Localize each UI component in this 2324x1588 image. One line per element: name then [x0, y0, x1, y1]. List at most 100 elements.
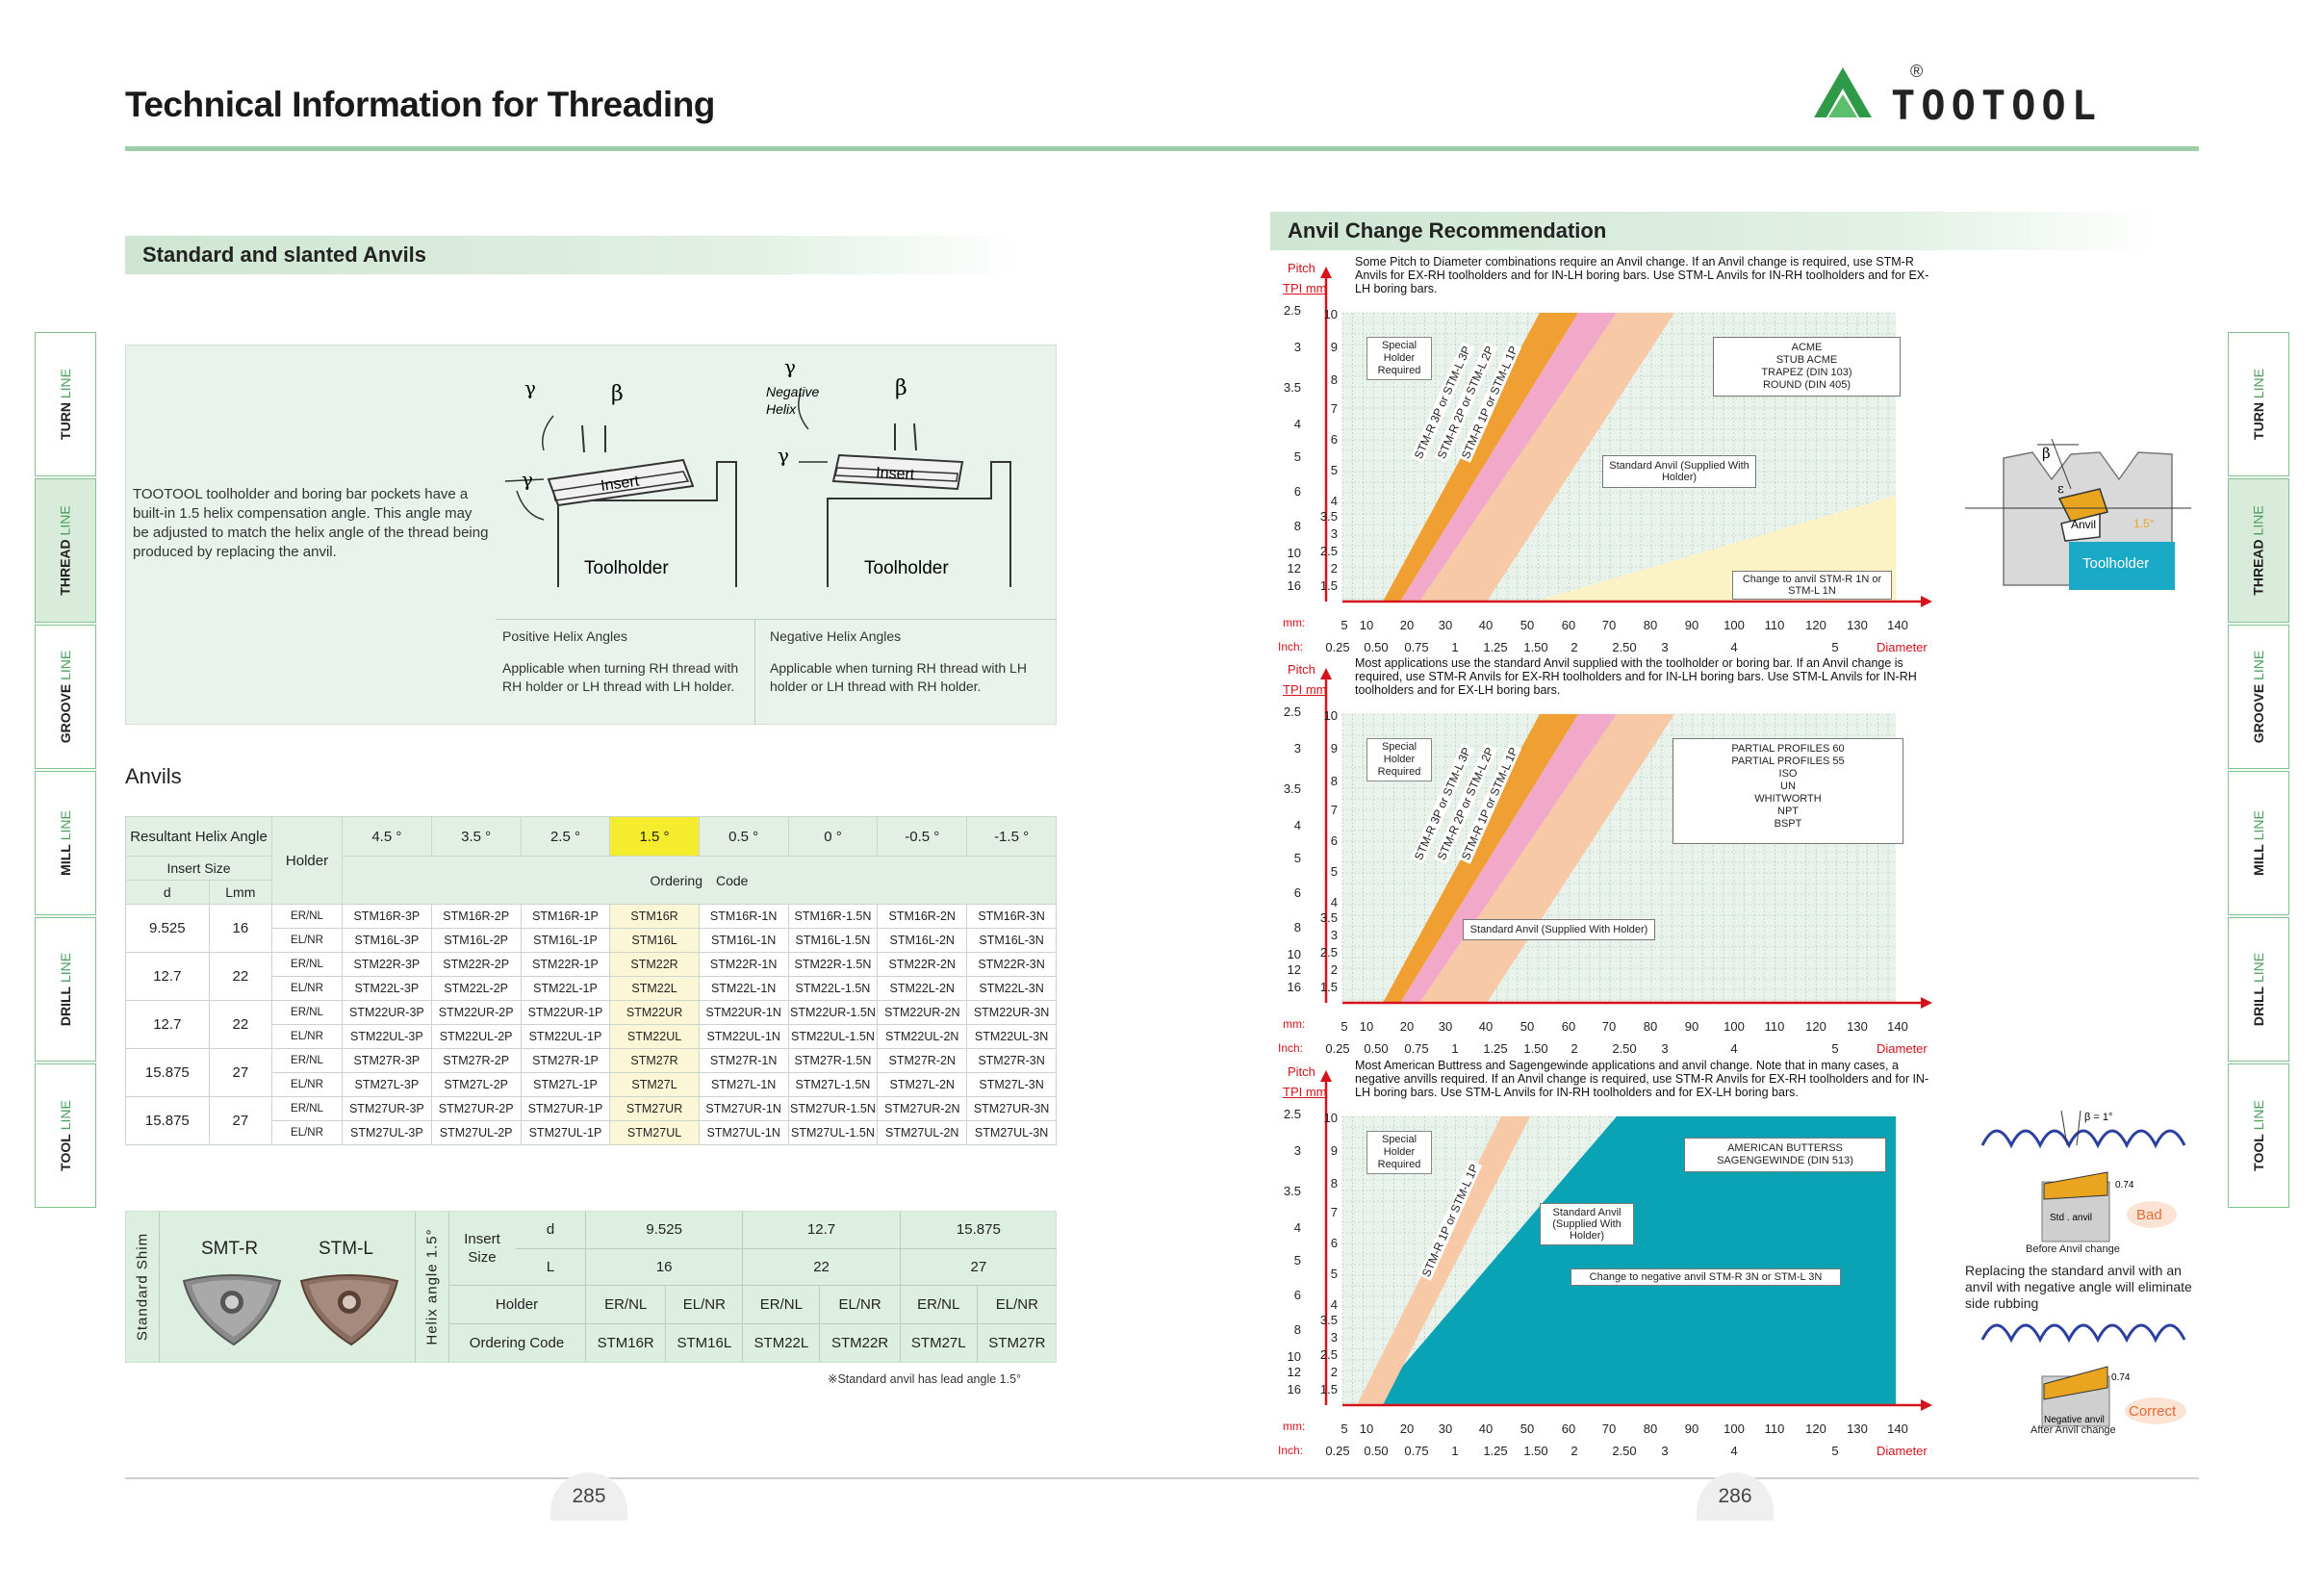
anvil-chart-2: [1320, 668, 1932, 1009]
ordering-code-cell: STM27UR-1N: [698, 1096, 789, 1121]
chart-note: Most American Buttress and Sagengewinde …: [1355, 1059, 1929, 1099]
mm-tick: 2: [1330, 561, 1338, 576]
side-tab-mill[interactable]: MILL LINE: [2228, 771, 2289, 915]
mm-tick: 10: [1323, 708, 1338, 723]
ordering-code-cell: STM27UR-3P: [341, 1096, 432, 1121]
mm-tick: 8: [1330, 1176, 1338, 1191]
mm-tick: 3.5: [1319, 1313, 1338, 1327]
x-inch-tick: 2.50: [1612, 1041, 1637, 1056]
special-holder-box: Special Holder Required: [1366, 1131, 1432, 1174]
change-anvil-box: Change to anvil STM-R 1N or STM-L 1N: [1732, 571, 1892, 600]
shim-holder-label: Holder: [448, 1285, 586, 1324]
epsilon-label: ε: [2057, 482, 2064, 497]
after-value: 0.74: [2111, 1372, 2131, 1383]
band-2p: [1400, 714, 1617, 1003]
tpi-tick: 12: [1287, 1365, 1301, 1379]
holder-cell: EL/NR: [271, 1120, 343, 1145]
ordering-code-cell: STM16R-3P: [341, 904, 432, 929]
shim-holder-value: ER/NL: [584, 1285, 666, 1324]
positive-title: Positive Helix Angles: [502, 628, 627, 644]
toolholder-label: Toolholder: [584, 558, 669, 578]
ordering-code-cell: STM27L-3N: [966, 1072, 1057, 1097]
x-inch-tick: 1: [1451, 1444, 1459, 1458]
x-inch-tick: 0.75: [1404, 1041, 1429, 1056]
x-mm-tick: 130: [1847, 618, 1868, 632]
side-tab-tool[interactable]: TOOL LINE: [35, 1063, 96, 1208]
mm-tick: 6: [1330, 432, 1338, 447]
side-tab-groove[interactable]: GROOVE LINE: [35, 625, 96, 769]
tpi-tick: 12: [1287, 962, 1301, 977]
side-tab-turn[interactable]: TURN LINE: [2228, 332, 2289, 476]
x-mm-tick: 50: [1520, 618, 1535, 632]
side-tab-drill[interactable]: DRILL LINE: [2228, 917, 2289, 1062]
side-tab-groove[interactable]: GROOVE LINE: [2228, 625, 2289, 769]
ordering-code-cell: STM22UL-2N: [877, 1024, 968, 1049]
smt-label: SMT-R: [201, 1239, 259, 1259]
tpi-tick: 6: [1293, 484, 1301, 499]
shim-ordering-value: STM22R: [819, 1323, 901, 1362]
ordering-code-cell: STM16L: [609, 928, 700, 953]
mm-tick: 7: [1330, 803, 1338, 817]
shim-l-value: 22: [742, 1248, 901, 1286]
tpi-tick: 3: [1293, 741, 1301, 756]
side-tab-tool[interactable]: TOOL LINE: [2228, 1063, 2289, 1208]
ordering-code-cell: STM22UR: [609, 1000, 700, 1025]
shim-d-value: 15.875: [899, 1212, 1057, 1249]
diameter-label: Diameter: [1877, 1041, 1928, 1056]
holder-cell: ER/NL: [271, 1048, 343, 1073]
side-tab-thread[interactable]: THREAD LINE: [35, 478, 96, 623]
ordering-code-cell: STM22L-1N: [698, 976, 789, 1001]
size-l: 16: [208, 904, 273, 953]
ordering-code-cell: STM22UL-2P: [430, 1024, 522, 1049]
x-mm-tick: 60: [1561, 1422, 1576, 1436]
angle-header: 0.5 °: [698, 816, 789, 857]
mm-tick: 8: [1330, 774, 1338, 788]
x-mm-tick: 110: [1764, 1019, 1785, 1034]
mm-tick: 5: [1330, 864, 1338, 879]
tpi-mm-label: TPI mm: [1283, 281, 1327, 295]
ordering-code-cell: STM22UR-2N: [877, 1000, 968, 1025]
side-tab-mill[interactable]: MILL LINE: [35, 771, 96, 915]
side-tab-turn[interactable]: TURN LINE: [35, 332, 96, 476]
ordering-code-cell: STM27UL-2P: [430, 1120, 522, 1145]
size-l: 27: [208, 1096, 273, 1145]
side-tab-drill[interactable]: DRILL LINE: [35, 917, 96, 1062]
ordering-code-header: Ordering Code: [341, 856, 1058, 905]
tpi-tick: 16: [1287, 578, 1301, 593]
ordering-code-cell: STM16R-1N: [698, 904, 789, 929]
section-standard-anvils: Standard and slanted Anvils: [125, 236, 1020, 274]
angle-header: -0.5 °: [877, 816, 968, 857]
side-tab-thread[interactable]: THREAD LINE: [2228, 478, 2289, 623]
x-inch-tick: 1: [1451, 1041, 1459, 1056]
ordering-code-cell: STM16L-3N: [966, 928, 1057, 953]
mm-tick: 8: [1330, 372, 1338, 387]
x-mm-tick: 10: [1359, 1422, 1374, 1436]
pitch-label: Pitch: [1288, 261, 1315, 275]
ordering-code-cell: STM16R: [609, 904, 700, 929]
beta-compare-label: β = 1°: [2084, 1112, 2112, 1123]
x-inch-tick: 5: [1831, 640, 1839, 654]
ordering-code-cell: STM27UR-1.5N: [787, 1096, 879, 1121]
x-inch-tick: 0.25: [1325, 1041, 1350, 1056]
tpi-tick: 10: [1287, 1349, 1301, 1364]
negative-helix-caption: Negative Helix Angles Applicable when tu…: [770, 628, 1044, 696]
x-inch-tick: 3: [1661, 640, 1669, 654]
x-inch-tick: 4: [1730, 1444, 1738, 1458]
title-divider: [125, 146, 2199, 151]
shim-ordering-value: STM16R: [584, 1323, 666, 1362]
shim-holder-value: EL/NR: [665, 1285, 743, 1324]
ordering-code-cell: STM27R-3N: [966, 1048, 1057, 1073]
ordering-code-cell: STM27R: [609, 1048, 700, 1073]
x-mm-tick: 90: [1684, 1422, 1699, 1436]
ordering-code-cell: STM27R-2P: [430, 1048, 522, 1073]
helix-info-box: [125, 345, 1057, 725]
angle-header: 1.5 °: [609, 816, 700, 857]
x-inch-tick: 1: [1451, 640, 1459, 654]
mm-tick: 7: [1330, 1205, 1338, 1219]
holder-cell: ER/NL: [271, 1000, 343, 1025]
